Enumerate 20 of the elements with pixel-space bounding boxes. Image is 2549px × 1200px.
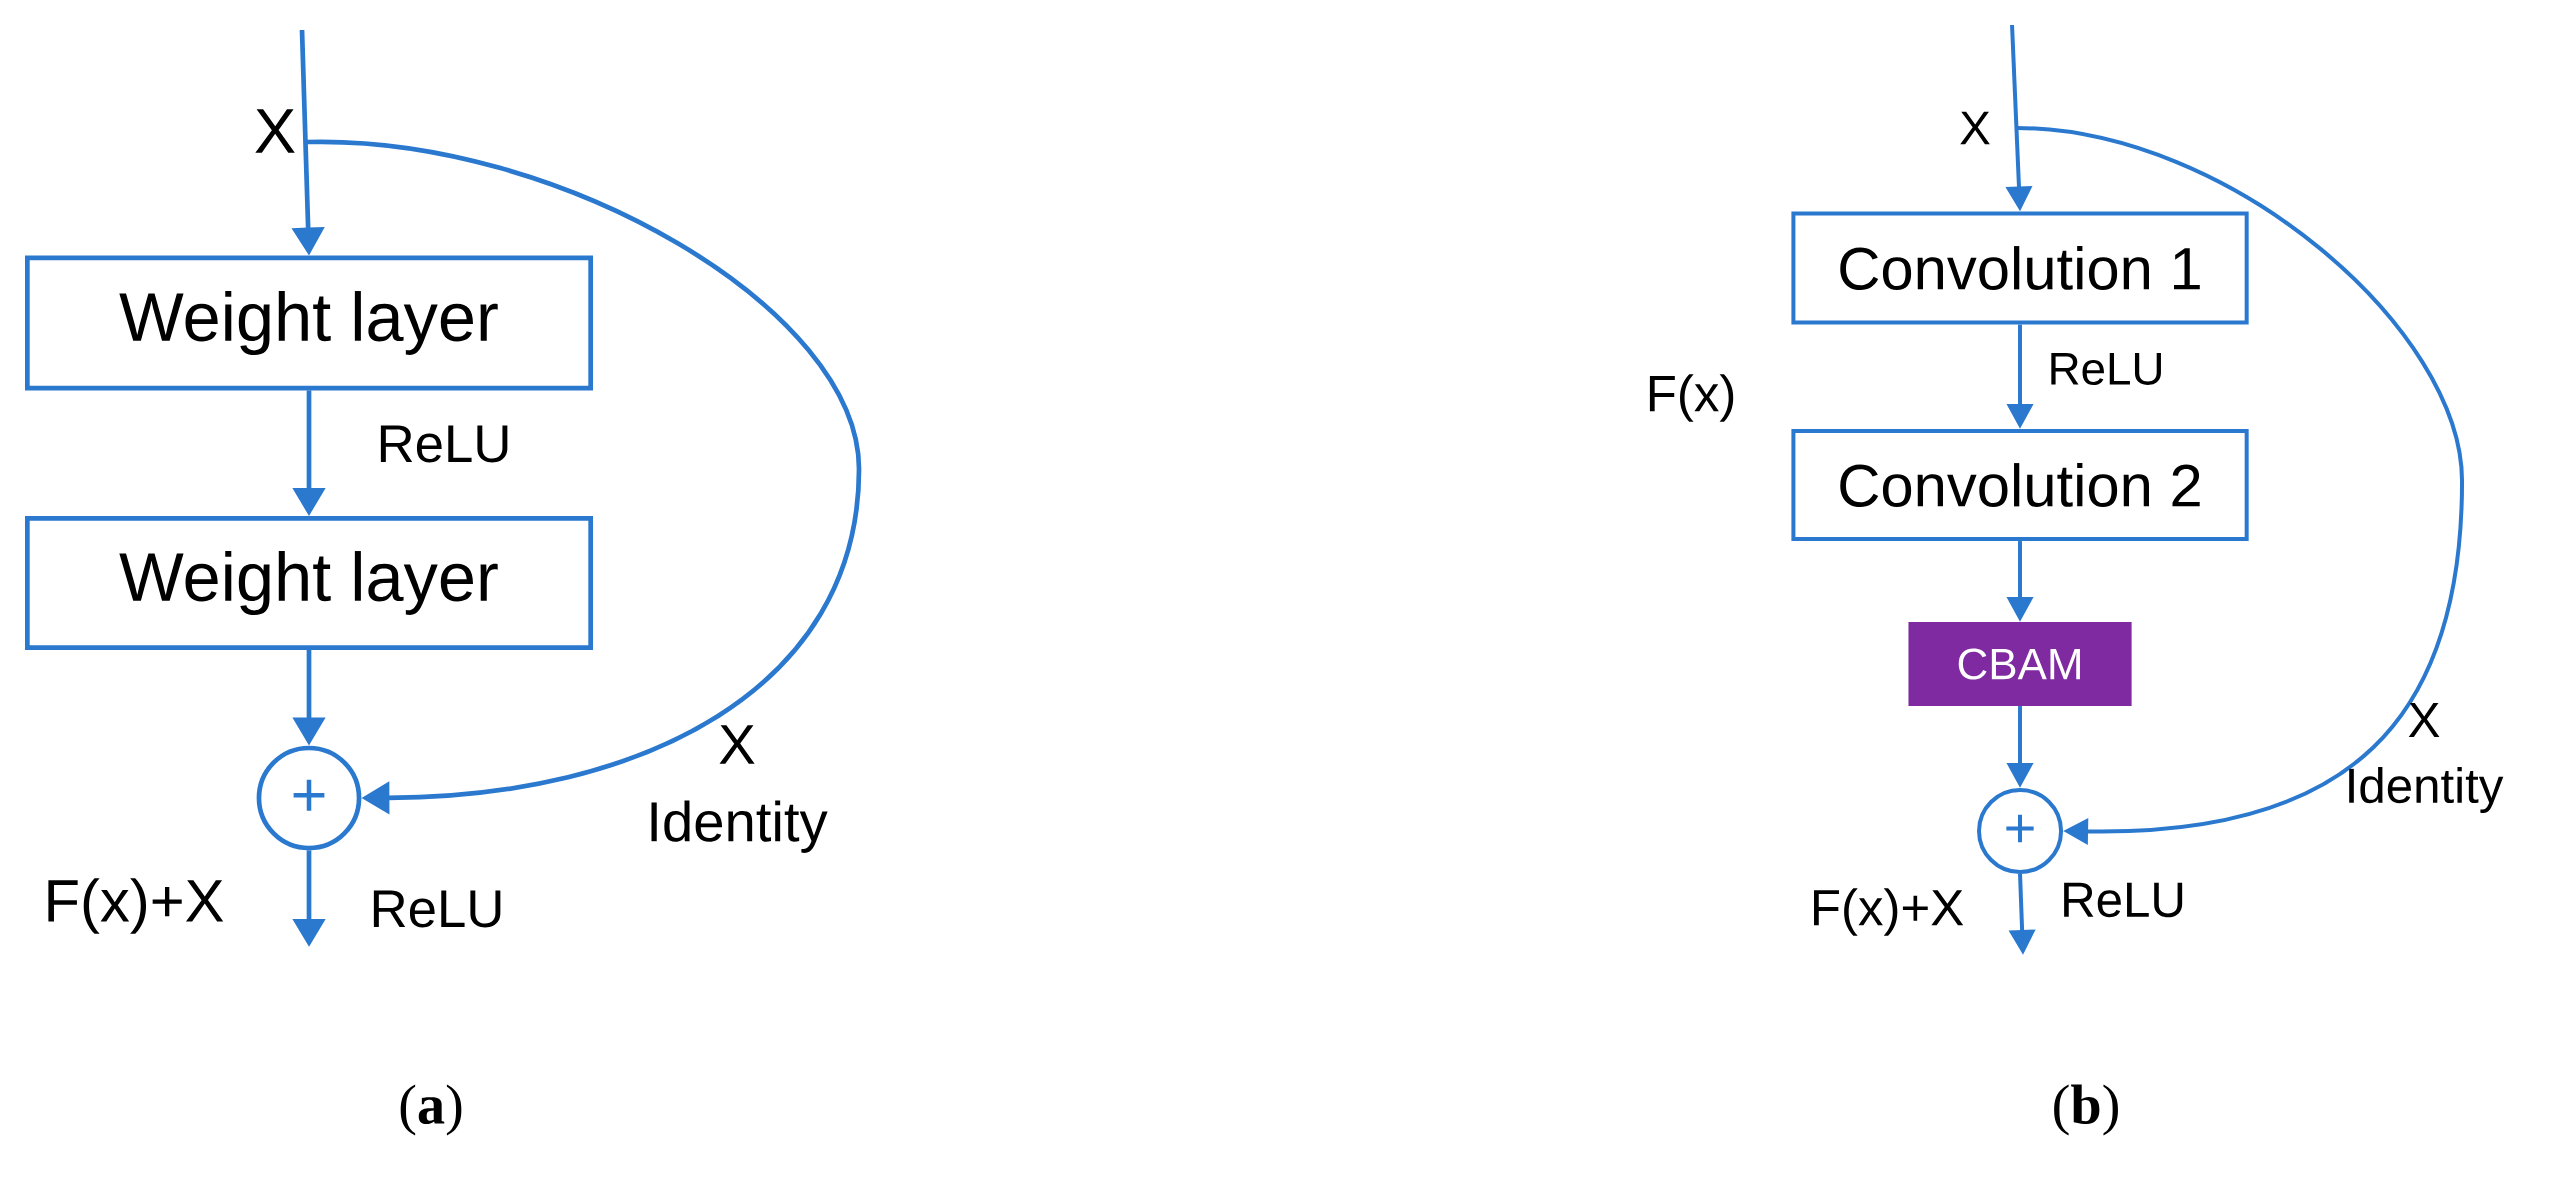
edge-label: X	[255, 109, 295, 153]
arrow	[2015, 126, 2465, 845]
formula-text: F(x)+X	[1814, 888, 1964, 936]
layer-box: Convolution 1	[1791, 211, 2249, 325]
formula-text: F(x)+X	[48, 878, 224, 934]
formula-text: F(x)	[1649, 374, 1734, 422]
panel-label: (b)	[2054, 1084, 2118, 1136]
edge-label: X Identity	[651, 725, 828, 853]
layer-box: Weight layer	[25, 255, 593, 391]
arrow	[305, 139, 862, 815]
panel-label: (a)	[400, 1084, 462, 1136]
edge-label: ReLU	[373, 890, 501, 928]
edge-label: X Identity	[2349, 703, 2504, 813]
layer-box: Convolution 2	[1791, 428, 2249, 542]
layer-box: Weight layer	[25, 516, 593, 650]
edge-label: ReLU	[2064, 882, 2183, 918]
edge-label: X	[1960, 111, 1990, 145]
edge-label: ReLU	[380, 425, 508, 463]
edge-label: ReLU	[2051, 353, 2161, 385]
module-box: CBAM	[1908, 622, 2132, 707]
